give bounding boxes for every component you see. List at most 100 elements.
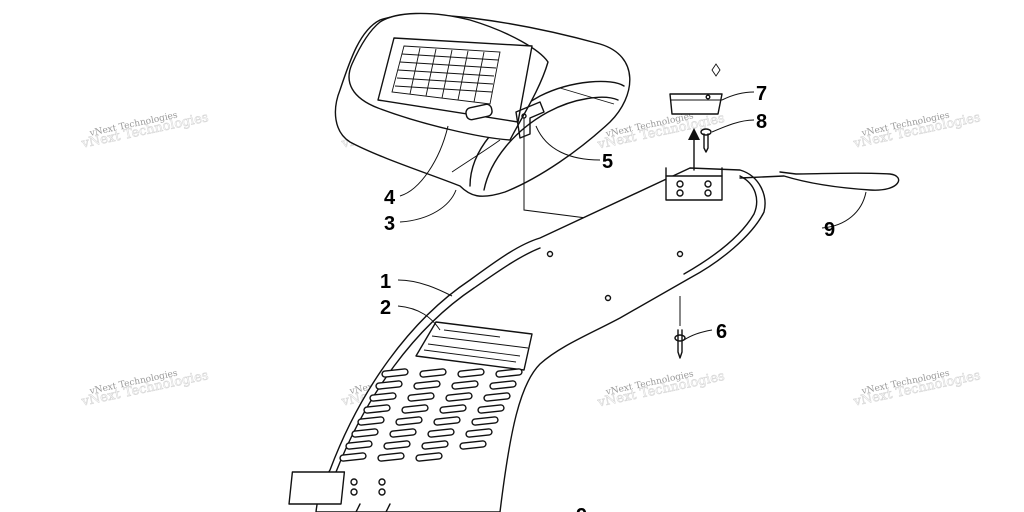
- vent-slot-3: [457, 368, 485, 378]
- vent-slot-5: [375, 380, 403, 390]
- leader-2: [397, 305, 441, 331]
- bag-clip: [515, 101, 545, 139]
- leader-4: [399, 125, 449, 197]
- rack-vent-slots: [339, 368, 523, 462]
- leader-9: [821, 191, 867, 229]
- warning-decal-outline: [415, 321, 533, 371]
- bag-fold: [451, 139, 501, 173]
- front-bracket-leg-2: [385, 503, 391, 512]
- rivet-shank: [703, 133, 709, 153]
- vent-slot-30: [377, 452, 405, 462]
- rear-bracket-body: [665, 175, 723, 201]
- warning-decal-line-2: [427, 343, 521, 357]
- front-bracket: [288, 471, 391, 512]
- bracket-cap-body: [669, 93, 723, 115]
- leader-5: [535, 125, 601, 161]
- callout-9: 9: [824, 219, 835, 241]
- callout-bottom: 9: [576, 505, 587, 512]
- warning-decal: [415, 321, 533, 371]
- leader-6: [683, 329, 713, 341]
- vent-slot-18: [395, 416, 423, 426]
- assembly-arrow-head: [688, 128, 700, 140]
- vent-slot-12: [483, 392, 511, 402]
- bag-decal-grid: [394, 47, 499, 103]
- lower-pin-head: [674, 334, 686, 342]
- callout-5: 5: [602, 151, 613, 173]
- rack-hole-1: [546, 250, 554, 258]
- screw-top: [711, 63, 721, 77]
- rack-hole-2: [676, 250, 684, 258]
- watermark-1: vNext Technologies vNext Technologies: [79, 110, 210, 152]
- vent-slot-13: [363, 404, 391, 414]
- vent-slot-29: [339, 452, 367, 462]
- watermark-5: vNext Technologies vNext Technologies: [79, 368, 210, 410]
- assembly-arrow: [688, 128, 700, 171]
- vent-slot-14: [401, 404, 429, 414]
- vent-slot-8: [489, 380, 517, 390]
- callout-1: 1: [380, 271, 391, 293]
- callout-4: 4: [384, 187, 396, 209]
- callout-3: 3: [384, 213, 395, 235]
- vent-slot-17: [357, 416, 385, 426]
- rack-right-rim: [683, 175, 758, 275]
- vent-slot-9: [369, 392, 397, 402]
- vent-slot-7: [451, 380, 479, 390]
- vent-slot-23: [427, 428, 455, 438]
- watermark-4: vNext Technologies vNext Technologies: [851, 110, 982, 152]
- rear-bracket: [665, 167, 723, 201]
- rear-bracket-hole-3: [704, 180, 712, 188]
- vent-slot-2: [419, 368, 447, 378]
- watermark-7: vNext Technologies vNext Technologies: [595, 369, 726, 411]
- front-bracket-hole-3: [378, 478, 386, 486]
- bag-decal-table: [391, 45, 501, 105]
- leader-7: [721, 91, 755, 101]
- rear-bracket-hole-2: [676, 189, 684, 197]
- rivet: [700, 128, 712, 153]
- rivet-head: [700, 128, 712, 136]
- rear-bracket-hole-4: [704, 189, 712, 197]
- strap-handle: [739, 171, 900, 191]
- callout-8: 8: [756, 111, 767, 133]
- vent-slot-10: [407, 392, 435, 402]
- warning-decal-line-1: [443, 329, 501, 338]
- front-bracket-body: [288, 471, 346, 505]
- callout-2: 2: [380, 297, 391, 319]
- warning-decal-divider: [431, 335, 529, 349]
- storage-bag: [334, 12, 631, 197]
- vent-slot-16: [477, 404, 505, 414]
- rear-bracket-hole-1: [676, 180, 684, 188]
- warning-decal-line-3: [423, 349, 517, 363]
- leader-1: [397, 279, 453, 297]
- rack-outline: [315, 167, 766, 512]
- leader-3: [399, 189, 457, 223]
- rack-hole-3: [604, 294, 612, 302]
- bag-inner-edge-2: [483, 96, 619, 191]
- lower-pin: [674, 296, 686, 359]
- bracket-cap-hole: [705, 94, 711, 100]
- bracket-cap: [669, 93, 723, 115]
- leader-8: [711, 119, 755, 133]
- front-bracket-hole-1: [350, 478, 358, 486]
- bag-decal-logo: [465, 103, 493, 121]
- vent-slot-27: [421, 440, 449, 450]
- front-bracket-hole-2: [350, 488, 358, 496]
- vent-slot-6: [413, 380, 441, 390]
- vent-slot-4: [495, 368, 523, 378]
- lower-pin-shank: [677, 329, 683, 359]
- callout-7: 7: [756, 83, 767, 105]
- vent-slot-26: [383, 440, 411, 450]
- bag-seam: [559, 87, 615, 105]
- vent-slot-25: [345, 440, 373, 450]
- rack-tray: [288, 167, 766, 512]
- vent-slot-11: [445, 392, 473, 402]
- vent-slot-28: [459, 440, 487, 450]
- vent-slot-20: [471, 416, 499, 426]
- vent-slot-24: [465, 428, 493, 438]
- vent-slot-1: [381, 368, 409, 378]
- vent-slot-31: [415, 452, 443, 462]
- bag-inner-edge: [469, 80, 625, 187]
- vent-slot-19: [433, 416, 461, 426]
- vent-slot-22: [389, 428, 417, 438]
- front-bracket-leg-1: [355, 503, 361, 512]
